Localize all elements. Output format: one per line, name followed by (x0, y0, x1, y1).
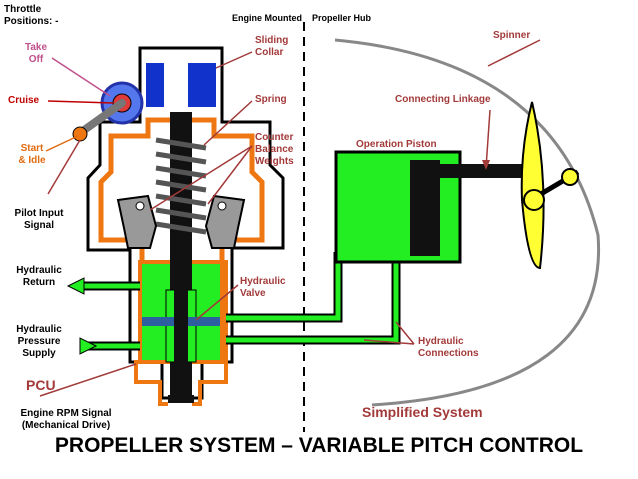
engine-rpm-label: Engine RPM Signal (Mechanical Drive) (20, 408, 112, 431)
propeller-blade (520, 101, 545, 270)
pilot-input-label: Pilot Input Signal (14, 208, 64, 231)
operation-piston-label: Operation Piston (356, 139, 437, 150)
piston-rod (438, 164, 542, 178)
engine-mounted-label: Engine Mounted (232, 13, 302, 23)
throttle-positions-label: Throttle Positions: - (4, 4, 59, 27)
hydraulic-pressure-label: Hydraulic Pressure Supply (16, 324, 62, 359)
counter-weight-left (116, 194, 158, 249)
hydraulic-lines (80, 252, 401, 351)
spring (155, 137, 207, 235)
throttle-lever (76, 99, 126, 137)
weight-pivot-left (135, 201, 145, 211)
throttle-knob (72, 126, 88, 142)
connecting-linkage-label: Connecting Linkage (395, 94, 491, 105)
linkage-arrowhead (482, 160, 490, 170)
supply-arrow (79, 337, 98, 355)
diagram-title: PROPELLER SYSTEM – VARIABLE PITCH CONTRO… (54, 434, 584, 457)
valve-stem (174, 260, 188, 400)
hydraulic-return-label: Hydraulic Return (16, 265, 62, 288)
linkage-pivot (561, 168, 579, 186)
propeller-hub-label: Propeller Hub (312, 13, 372, 23)
take-off-label: Take Off (24, 42, 48, 65)
weight-pivot-right (217, 201, 227, 211)
return-arrow (66, 277, 85, 295)
spinner-outline (334, 38, 601, 407)
cruise-label: Cruise (8, 95, 40, 106)
simplified-system-label: Simplified System (362, 404, 483, 420)
spinner-label: Spinner (493, 30, 531, 41)
propeller-hub (523, 189, 545, 211)
piston-head (410, 160, 440, 256)
pcu-label: PCU (26, 377, 56, 393)
hydraulic-connections-label: Hydraulic Connections (418, 336, 479, 359)
collar-gap (164, 63, 188, 107)
leader-lines (39, 39, 541, 397)
spring-label: Spring (255, 94, 287, 105)
counter-balance-label: Counter Balance Weights (255, 132, 294, 167)
hydraulic-valve-label: Hydraulic Valve (240, 276, 286, 299)
start-idle-label: Start & Idle (18, 143, 46, 166)
sliding-collar-label: Sliding Collar (255, 35, 289, 58)
